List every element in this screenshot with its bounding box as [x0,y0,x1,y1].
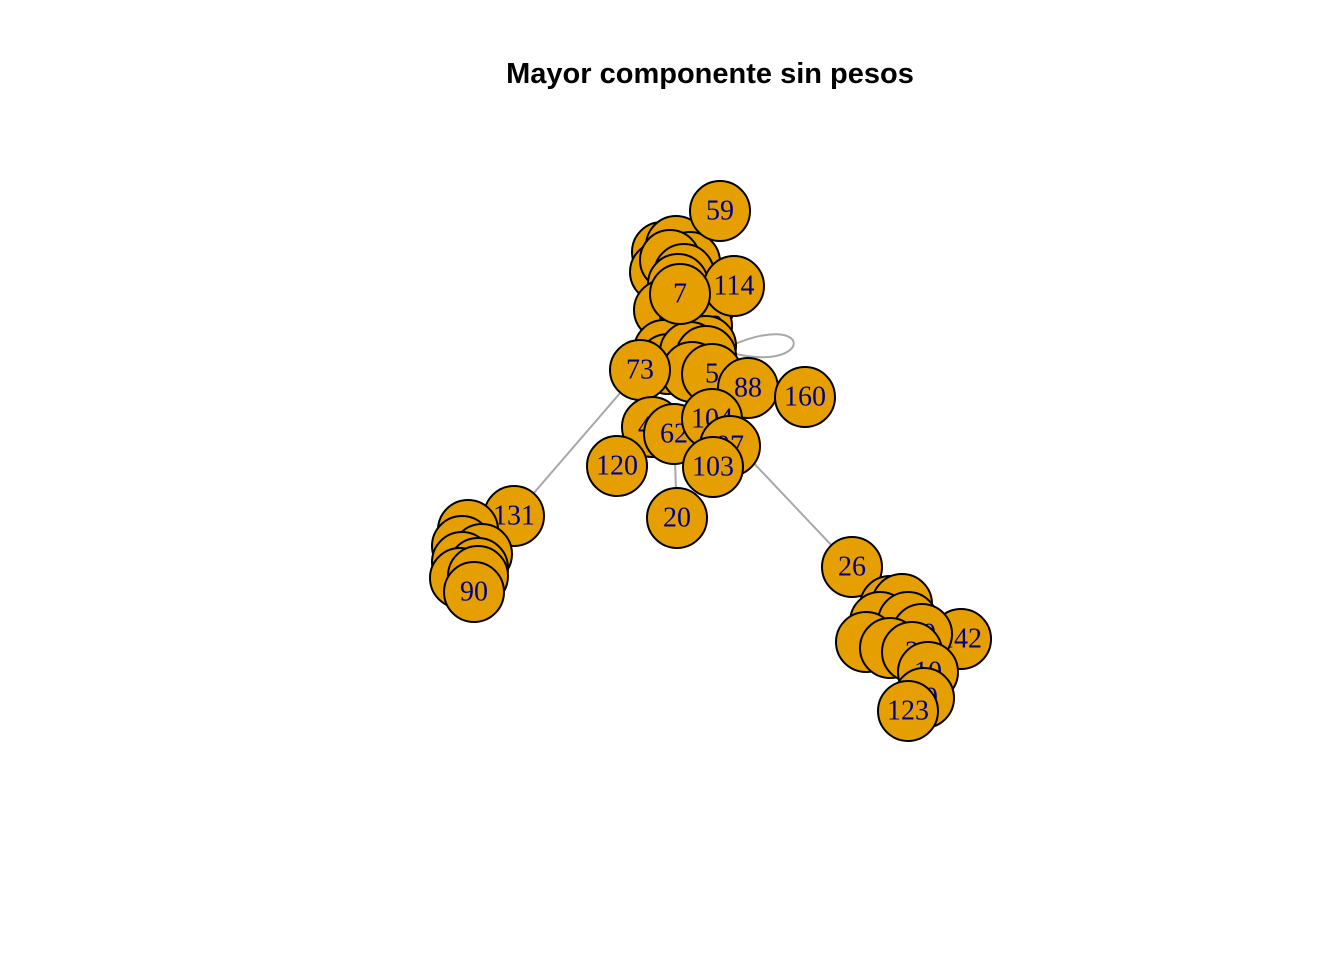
node-circle [877,680,939,742]
node-n160: 160 [774,366,836,428]
node-label: 160 [784,382,826,413]
node-n26: 26 [821,536,883,598]
node-circle [646,487,708,549]
node-circle [682,436,744,498]
chart-title: Mayor componente sin pesos [506,58,914,90]
node-circle [443,561,505,623]
node-label: 131 [493,501,535,532]
node-circle [649,263,711,325]
node-label: 20 [663,503,691,534]
node-label: 114 [714,271,755,302]
node-circle [689,180,751,242]
node-n90: 90 [443,561,505,623]
node-circle [586,435,648,497]
node-label: 26 [838,552,866,583]
node-n120: 120 [586,435,648,497]
node-n59: 59 [689,180,751,242]
node-n7: 7 [649,263,711,325]
node-circle [774,366,836,428]
node-label: 88 [734,373,762,404]
node-label: 7 [673,279,687,310]
node-layer: 1861311023197355591147738816040621049710… [429,180,992,742]
node-n73: 73 [609,339,671,401]
node-n20: 20 [646,487,708,549]
node-label: 59 [706,196,734,227]
node-label: 5 [705,359,719,390]
node-n103: 103 [682,436,744,498]
edge-n73-n131 [513,369,641,517]
node-label: 120 [596,451,638,482]
node-n114: 114 [703,255,765,317]
node-label: 90 [460,577,488,608]
node-circle [821,536,883,598]
edge-d4-d4 [725,333,795,359]
node-label: 73 [626,355,654,386]
node-label: 123 [887,696,929,727]
node-label: 103 [692,452,734,483]
node-n123: 123 [877,680,939,742]
